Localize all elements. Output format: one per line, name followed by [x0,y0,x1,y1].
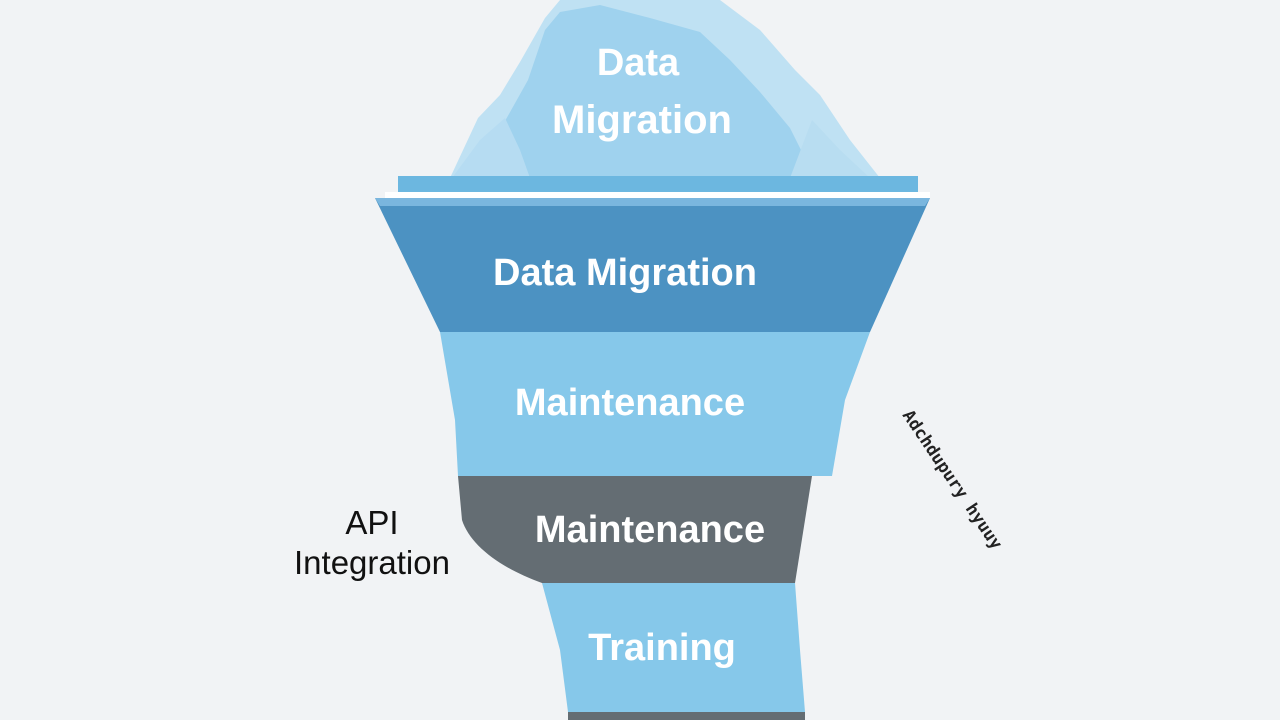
layer-4-shape [542,583,805,712]
peak-label-line2: Migration [552,98,732,142]
layer-3-shape [458,476,812,583]
layer-1-label: Data Migration [493,252,757,294]
side-label-api-integration: API Integration [268,503,476,584]
layer-2-label: Maintenance [515,382,745,424]
layer-2-shape [440,332,870,476]
iceberg-peak-right-shadow [790,120,870,178]
iceberg-peak: Data Migration [450,0,880,178]
waterline-gap [385,192,930,198]
waterline-bar [398,176,918,192]
side-label-line1: API [345,504,399,541]
layer-data-migration: Data Migration [375,198,930,332]
side-label-line2: Integration [294,544,450,582]
iceberg-peak-front [470,5,815,178]
layer-maintenance-1: Maintenance [440,332,870,476]
layer-4-label: Training [588,627,736,669]
layer-3-label: Maintenance [535,509,765,551]
peak-label-line1: Data [597,42,680,84]
iceberg-peak-shadow [452,118,530,178]
layer-maintenance-2: Maintenance [458,476,812,583]
layer-5-partial [568,712,805,720]
layer-training: Training [542,583,805,712]
layer-1-shape [375,198,930,332]
layer-1-highlight [375,198,930,206]
